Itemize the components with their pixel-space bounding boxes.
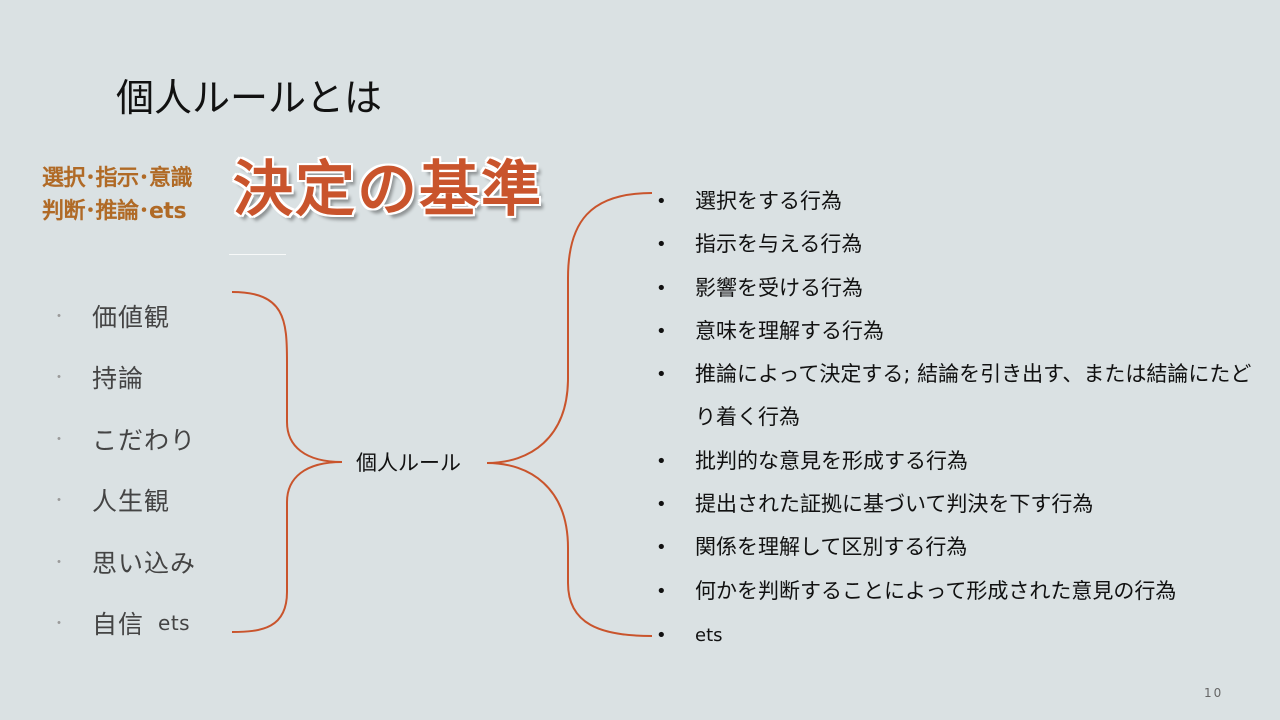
list-item: ・ 持論 [52, 347, 196, 409]
item-label: 価値観 [92, 302, 171, 332]
slide-title: 個人ルールとは [116, 76, 383, 120]
list-item: ・ 人生観 [52, 470, 196, 532]
item-text: 批判的な意見を形成する行為 [695, 448, 968, 473]
bullet-icon: • [656, 494, 667, 516]
bullet-dot: ・ [52, 493, 67, 510]
subtitle-line-2: 判断･推論･ets [42, 199, 187, 224]
list-item: • 選択をする行為 [656, 180, 1266, 223]
item-label: 人生観 [92, 487, 171, 517]
list-item: • ets [656, 613, 1266, 659]
bullet-icon: • [656, 364, 667, 386]
bullet-dot: ・ [52, 554, 67, 571]
right-brace [486, 192, 653, 637]
bullet-icon: • [656, 320, 667, 342]
decision-acts-list: •選択をする行為 •指示を与える行為 •影響を受ける行為 •意味を理解する行為 … [656, 180, 1266, 659]
list-item: • 関係を理解して区別する行為 [656, 526, 1266, 569]
personal-rule-label: 個人ルール [356, 451, 461, 475]
bullet-dot: ・ [52, 431, 67, 448]
item-text: 選択をする行為 [695, 189, 842, 213]
list-item: • 意味を理解する行為 [656, 310, 1266, 353]
item-text: 関係を理解して区別する行為 [695, 535, 968, 560]
item-text: 提出された証拠に基づいて判決を下す行為 [695, 492, 1094, 517]
decision-criteria-heading: 決定の基準 [233, 155, 543, 225]
list-item: • 推論によって決定する; 結論を引き出す、または結論にたどり着く行為 [656, 353, 1266, 440]
bullet-icon: • [656, 537, 667, 559]
bullet-icon: • [656, 624, 667, 646]
item-label: 持論 [92, 364, 145, 394]
item-label: こだわり [92, 425, 197, 455]
list-item: ・ 自信 ets [52, 593, 196, 655]
list-item: ・ 思い込み [52, 531, 196, 593]
subtitle-line-1: 選択･指示･意識 [42, 166, 193, 191]
list-item: • 影響を受ける行為 [656, 267, 1266, 310]
list-item: • 批判的な意見を形成する行為 [656, 440, 1266, 483]
bullet-icon: • [656, 234, 667, 256]
page-number: 10 [1204, 686, 1224, 700]
title-divider [229, 254, 286, 255]
item-text: 指示を与える行為 [695, 232, 863, 257]
list-item: • 指示を与える行為 [656, 223, 1266, 266]
bullet-dot: ・ [52, 616, 67, 633]
bullet-dot: ・ [52, 370, 67, 387]
item-text: 推論によって決定する; 結論を引き出す、または結論にたどり着く行為 [695, 362, 1252, 430]
left-brace [231, 291, 343, 633]
bullet-dot: ・ [52, 308, 67, 325]
bullet-icon: • [656, 580, 667, 602]
item-text: 何かを判断することによって形成された意見の行為 [695, 578, 1177, 603]
item-label: 思い込み [92, 548, 197, 578]
bullet-icon: • [656, 191, 667, 212]
list-item: • 何かを判断することによって形成された意見の行為 [656, 570, 1266, 613]
bullet-icon: • [656, 277, 667, 299]
bullet-icon: • [656, 450, 667, 472]
list-item: ・ こだわり [52, 408, 196, 470]
item-label: 自信 [92, 610, 145, 640]
item-text: 意味を理解する行為 [695, 318, 884, 343]
item-extra: ets [158, 611, 191, 636]
item-text: 影響を受ける行為 [695, 275, 863, 300]
list-item: • 提出された証拠に基づいて判決を下す行為 [656, 483, 1266, 526]
list-item: ・ 価値観 [52, 285, 196, 347]
item-text: ets [695, 624, 723, 646]
